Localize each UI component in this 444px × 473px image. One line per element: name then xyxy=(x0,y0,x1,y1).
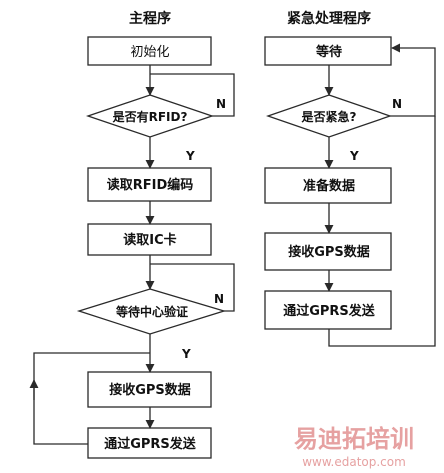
emerg-yes-label: Y xyxy=(349,149,359,163)
wait-label: 等待 xyxy=(315,44,342,60)
emerg-no-label: N xyxy=(392,97,402,111)
init-label: 初始化 xyxy=(130,45,169,60)
wait-center-label: 等待中心验证 xyxy=(115,304,188,319)
main-recv-gps-label: 接收GPS数据 xyxy=(109,382,191,398)
yes2-label: Y xyxy=(181,347,191,361)
main-send-gprs-label: 通过GPRS发送 xyxy=(104,436,197,452)
prepare-label: 准备数据 xyxy=(303,178,355,194)
read-ic-label: 读取IC卡 xyxy=(123,232,176,248)
main-title: 主程序 xyxy=(129,10,171,27)
no1-label: N xyxy=(216,97,226,111)
prepare-box xyxy=(264,167,392,204)
is-urgent-label: 是否紧急? xyxy=(301,109,357,124)
watermark-url: www.edatop.com xyxy=(302,455,406,469)
emerg-send-gprs-box xyxy=(264,290,392,330)
wait-box xyxy=(264,36,392,66)
read-rfid-label: 读取RFID编码 xyxy=(107,177,194,193)
main-send-gprs-box xyxy=(87,427,212,459)
watermark-brand: 易迪拓培训 xyxy=(294,425,414,453)
emerg-recv-gps-box xyxy=(264,232,392,271)
emergency-title: 紧急处理程序 xyxy=(287,10,371,27)
no2-label: N xyxy=(214,292,224,306)
yes1-label: Y xyxy=(185,149,195,163)
emerg-send-gprs-label: 通过GPRS发送 xyxy=(283,303,376,319)
has-rfid-label: 是否有RFID? xyxy=(112,109,188,124)
emerg-recv-gps-label: 接收GPS数据 xyxy=(288,244,370,260)
